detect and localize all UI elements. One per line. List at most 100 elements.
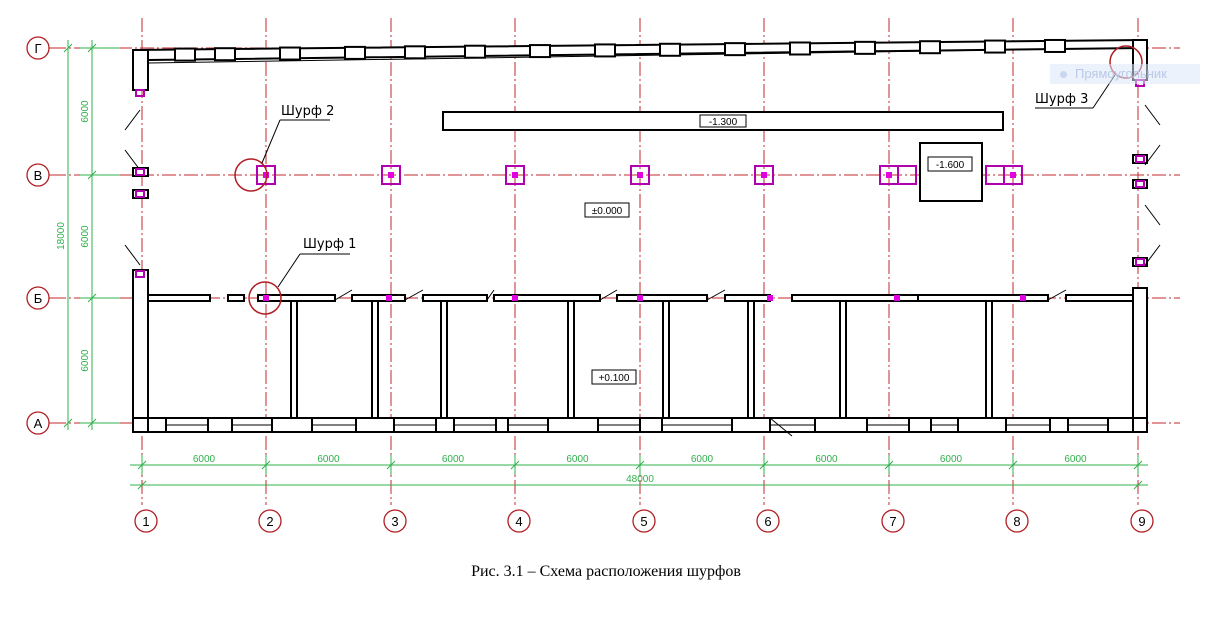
window-top [1044, 38, 1066, 53]
bay-dimension: 6000 [193, 454, 216, 465]
wall-column [1135, 155, 1145, 163]
right-wall-segment [1132, 287, 1148, 419]
column-pair [897, 165, 917, 185]
column-core [263, 172, 269, 178]
axis-bubble-1 [134, 509, 158, 533]
partition-segment [227, 294, 245, 302]
axis-label-7: 7 [889, 514, 896, 529]
axis-bubble-В [26, 163, 50, 187]
window-bottom [207, 417, 233, 433]
partition-segment [147, 294, 211, 302]
column-core [512, 172, 518, 178]
window-top [464, 44, 486, 59]
figure-caption: Рис. 3.1 – Схема расположения шурфов [471, 563, 741, 580]
row-dimension: 6000 [80, 349, 91, 372]
wall-column [135, 270, 145, 278]
total-width-dimension: 18000 [56, 222, 67, 250]
axis-label-Г: Г [34, 41, 41, 56]
window-top [594, 43, 616, 58]
column-core [637, 295, 643, 301]
axis-label-А: А [34, 416, 43, 431]
axis-bubble-7 [881, 509, 905, 533]
window-top [214, 47, 236, 62]
axis-label-8: 8 [1013, 514, 1020, 529]
cross-partition [662, 300, 670, 419]
wall-column [135, 168, 145, 176]
cross-partition [747, 300, 755, 419]
cross-partition [839, 300, 847, 419]
wall-column [1135, 258, 1145, 266]
axis-label-9: 9 [1138, 514, 1145, 529]
overlay-shape-label: Прямоугольник [1050, 64, 1200, 84]
column-core [1010, 172, 1016, 178]
overlay-dot-icon [1060, 71, 1067, 79]
window-top [279, 46, 301, 61]
axis-bubble-5 [632, 509, 656, 533]
floor-elevation-marks: ±0.000 +0.100 [584, 202, 637, 385]
column-core [388, 172, 394, 178]
trench: -1.300 [442, 111, 1004, 131]
bay-dimension: 6000 [1064, 454, 1087, 465]
cross-partition [985, 300, 993, 419]
column-pair [985, 165, 1005, 185]
window-bottom [435, 417, 455, 433]
bay-dimension: 6000 [317, 454, 340, 465]
axis-label-5: 5 [640, 514, 647, 529]
wall-column [135, 89, 145, 97]
column-core [386, 295, 392, 301]
axis-label-1: 1 [142, 514, 149, 529]
axis-bubble-А [26, 411, 50, 435]
window-bottom [355, 417, 395, 433]
window-bottom [639, 417, 663, 433]
column [630, 165, 650, 185]
elevation-floor-zero: ±0.000 [592, 206, 623, 217]
test-pit-3-label: Шурф 3 [1035, 92, 1088, 107]
door-swing-mark [404, 289, 424, 301]
window-bottom [814, 417, 868, 433]
test-pit-1-label: Шурф 1 [303, 237, 356, 252]
bay-dimension: 6000 [691, 454, 714, 465]
window-top [174, 47, 196, 62]
cross-partition [371, 300, 379, 419]
axis-label-2: 2 [266, 514, 273, 529]
cross-partitions [290, 287, 1148, 437]
axis-label-4: 4 [515, 514, 522, 529]
column [754, 165, 774, 185]
dimension-tick [63, 418, 73, 428]
window-bottom [957, 417, 1007, 433]
column [381, 165, 401, 185]
row-dimension: 6000 [80, 225, 91, 248]
bay-dimension: 6000 [566, 454, 589, 465]
window-bottom [547, 417, 599, 433]
window-bottom [1049, 417, 1069, 433]
partition-segment [917, 294, 1049, 302]
window-top [789, 41, 811, 56]
wall-column [135, 190, 145, 198]
partition-segment [493, 294, 601, 302]
axis-bubble-3 [383, 509, 407, 533]
test-pit-2-label: Шурф 2 [281, 104, 334, 119]
axis-label-В: В [34, 168, 43, 183]
axis-bubble-Г [26, 36, 50, 60]
bay-dimension: 6000 [442, 454, 465, 465]
column-core [263, 295, 269, 301]
window-bottom [908, 417, 932, 433]
window-top [724, 42, 746, 57]
dimension-tick [137, 480, 147, 490]
axis-label-3: 3 [391, 514, 398, 529]
door-swing-mark [599, 289, 618, 301]
elevation-floor-office: +0.100 [599, 373, 630, 384]
door-swing-mark [1047, 289, 1067, 301]
door-swing-mark [769, 417, 793, 437]
axis-bubble-6 [756, 509, 780, 533]
axis-bubble-8 [1005, 509, 1029, 533]
dimension-tick [1133, 480, 1143, 490]
partition-segment [1065, 294, 1134, 302]
window-top [984, 39, 1006, 54]
partition-segment [422, 294, 488, 302]
door-swing-mark [334, 289, 353, 301]
window-bottom [495, 417, 509, 433]
pit-block: -1.600 [919, 142, 983, 202]
